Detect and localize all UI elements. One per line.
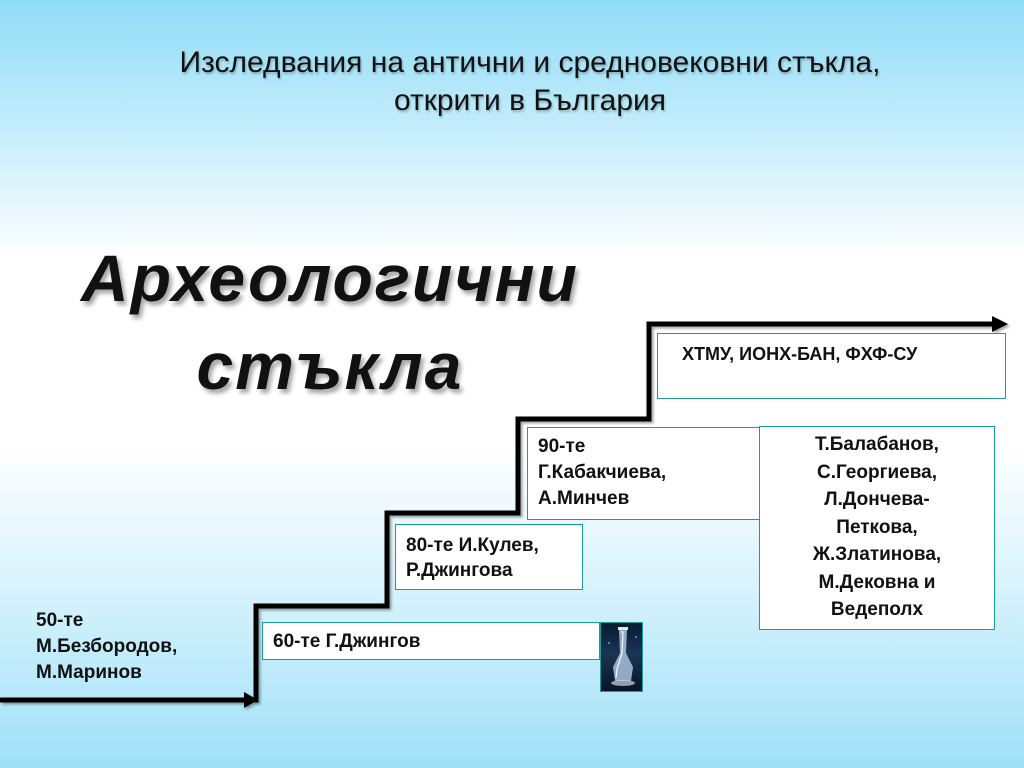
institutions-box: ХТМУ, ИОНХ-БАН, ФХФ-СУ: [657, 333, 1006, 399]
authors-box: Т.Балабанов, С.Георгиева, Л.Дончева- Пет…: [759, 426, 995, 630]
step-50s-line: 50-те: [36, 610, 84, 631]
step-50s-line: М.Безбородов,: [36, 636, 178, 657]
slide-title-line-1: Изследвания на антични и средновековни с…: [179, 46, 881, 79]
staircase-line: [0, 321, 996, 703]
heading-line-2: стъкла: [196, 329, 464, 403]
authors-line: Ж.Златинова,: [812, 544, 942, 565]
institutions-text: ХТМУ, ИОНХ-БАН, ФХФ-СУ: [682, 344, 918, 364]
arrowhead-step-1: [244, 692, 258, 708]
step-80s-line: Р.Джингова: [406, 560, 513, 581]
step-80s-box: 80-те И.Кулев, Р.Джингова: [395, 524, 583, 590]
slide-title-line-2: открити в България: [393, 84, 667, 117]
glass-vessel-photo-icon: [600, 622, 643, 692]
slide-title: Изследвания на антични и средновековни с…: [100, 44, 960, 120]
step-50s-label: 50-те М.Безбородов, М.Маринов: [36, 608, 177, 686]
authors-line: Ведеполх: [830, 599, 924, 620]
step-90s-box: 90-те Г.Кабакчиева, А.Минчев: [527, 427, 765, 520]
step-60s-box: 60-те Г.Джингов: [262, 622, 600, 660]
step-80s-line: 80-те И.Кулев,: [406, 535, 539, 556]
step-90s-line: А.Минчев: [538, 488, 630, 509]
authors-line: Л.Дончева-: [824, 489, 930, 510]
authors-line: С.Георгиева,: [816, 461, 938, 483]
heading-line-1: Археологични: [81, 241, 579, 315]
authors-line: Т.Балабанов,: [815, 434, 939, 455]
step-60s-text: 60-те Г.Джингов: [273, 631, 421, 652]
step-90s-line: Г.Кабакчиева,: [538, 462, 667, 483]
authors-line: Петкова,: [836, 516, 918, 538]
step-90s-line: 90-те: [538, 436, 586, 457]
step-50s-line: М.Маринов: [36, 662, 142, 683]
staircase-arrows: [0, 316, 1008, 708]
authors-line: М.Дековна и: [818, 571, 936, 593]
arrowhead-top: [992, 316, 1008, 332]
